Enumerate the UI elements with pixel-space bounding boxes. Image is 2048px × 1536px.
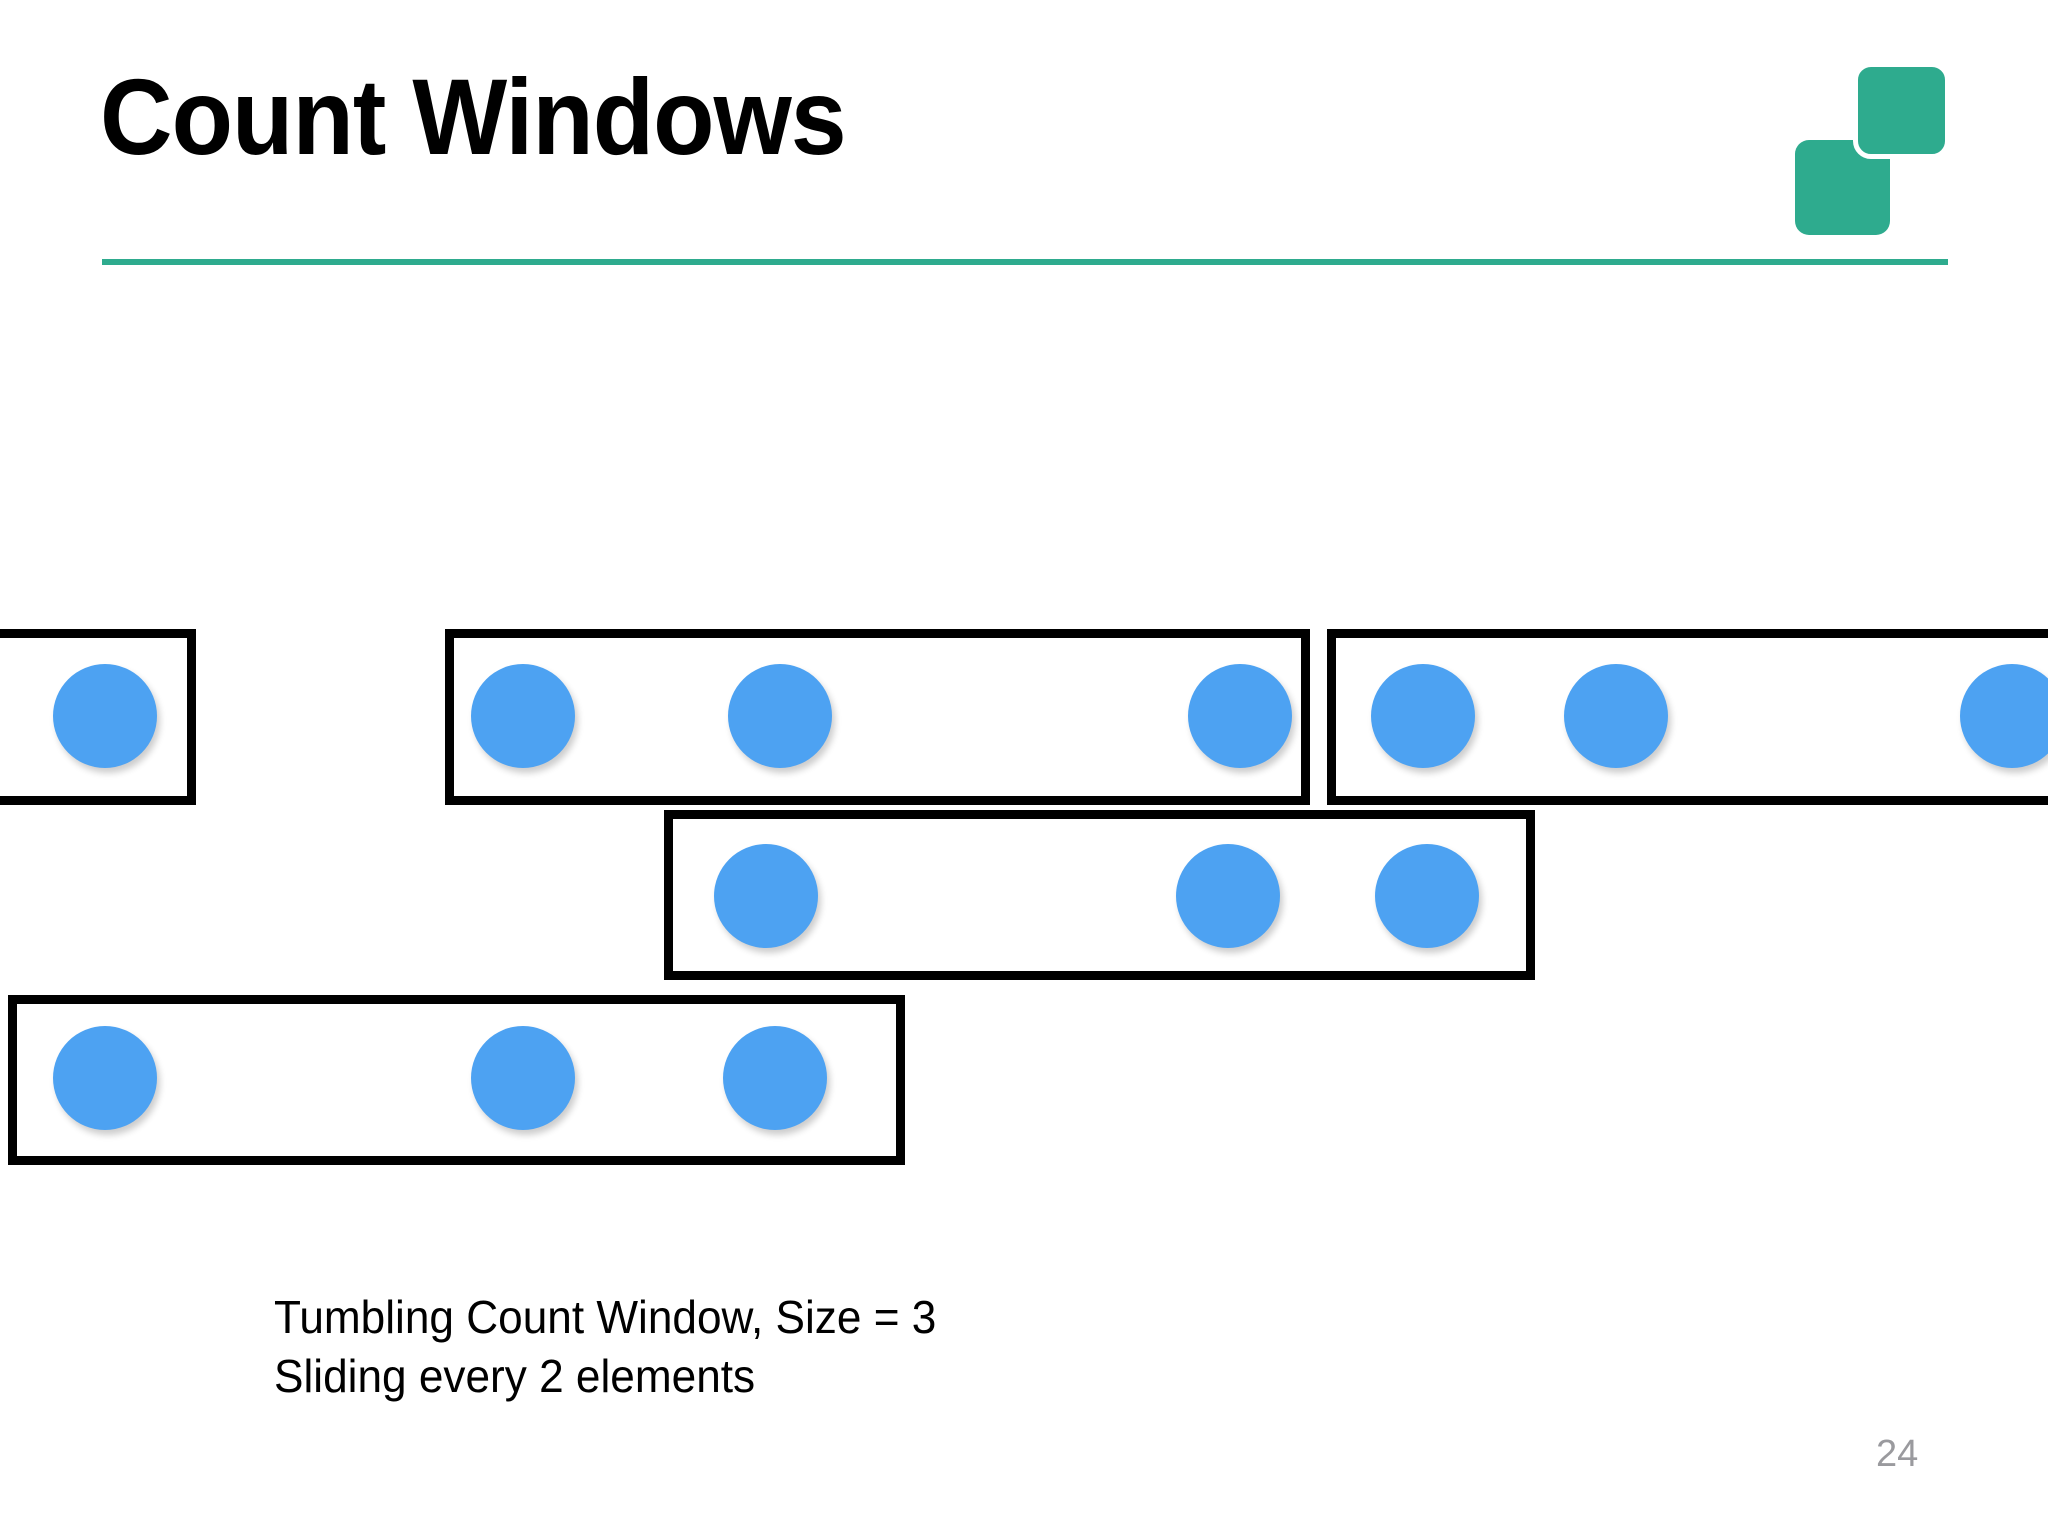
event-circle [728, 664, 832, 768]
page-number: 24 [1876, 1433, 1919, 1475]
caption-line-1: Tumbling Count Window, Size = 3 [274, 1291, 937, 1343]
caption-line-2: Sliding every 2 elements [274, 1349, 756, 1402]
event-circle [1375, 844, 1479, 948]
title-divider-rule [102, 259, 1948, 265]
event-circle [1176, 844, 1280, 948]
event-circle [53, 1026, 157, 1130]
logo-square-front-icon [1853, 62, 1950, 159]
window-box-2 [445, 629, 1310, 805]
event-circle [714, 844, 818, 948]
event-circle [1371, 664, 1475, 768]
window-box-1 [0, 629, 196, 805]
window-box-4 [664, 810, 1535, 980]
event-circle [1564, 664, 1668, 768]
brand-logo [1795, 62, 1955, 237]
event-circle [471, 664, 575, 768]
window-box-5 [8, 995, 905, 1165]
diagram-caption: Tumbling Count Window, Size = 3 Sliding … [274, 1288, 936, 1406]
window-box-3 [1327, 629, 2048, 805]
event-circle [1188, 664, 1292, 768]
event-circle [1960, 664, 2048, 768]
event-circle [53, 664, 157, 768]
page-title: Count Windows [100, 56, 847, 177]
event-circle [471, 1026, 575, 1130]
event-circle [723, 1026, 827, 1130]
